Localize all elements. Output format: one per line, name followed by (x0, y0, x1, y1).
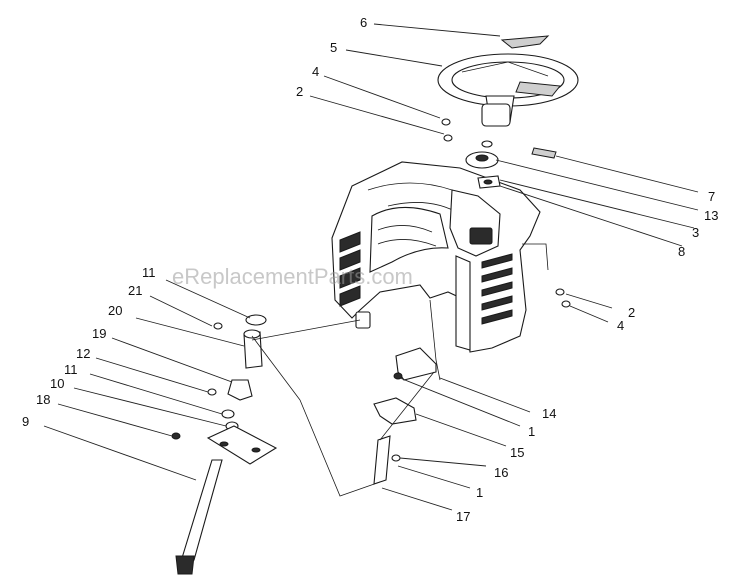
callout-4: 4 (312, 64, 319, 79)
callout-4b: 4 (617, 318, 624, 333)
side-hardware (555, 288, 571, 308)
watermark-text: eReplacementParts.com (172, 264, 413, 289)
callout-8: 8 (678, 244, 685, 259)
callout-11b: 11 (64, 362, 78, 377)
pivot-bracket (393, 347, 437, 381)
callout-6: 6 (360, 15, 367, 30)
callout-12: 12 (76, 346, 90, 361)
steering-wheel (437, 53, 579, 127)
callout-18: 18 (36, 392, 50, 407)
left-vents (339, 231, 361, 307)
callout-1: 1 (528, 424, 535, 439)
callout-9: 9 (22, 414, 29, 429)
lower-column (373, 435, 401, 485)
callout-11: 11 (142, 265, 156, 280)
callout-labels: 6 5 4 2 7 13 3 8 2 4 11 21 20 19 12 11 1… (22, 15, 718, 524)
callout-2b: 2 (628, 305, 635, 320)
callout-20: 20 (108, 303, 122, 318)
callout-7: 7 (708, 189, 715, 204)
callout-13: 13 (704, 208, 718, 223)
callout-14: 14 (542, 406, 556, 421)
linkage-lines (251, 319, 435, 497)
column-hardware (441, 118, 493, 148)
callout-17: 17 (456, 509, 470, 524)
console-housing (331, 161, 549, 381)
lower-bracket (373, 397, 417, 425)
callout-1b: 1 (476, 485, 483, 500)
console-bracket (477, 175, 501, 189)
callout-10: 10 (50, 376, 64, 391)
callout-3: 3 (692, 225, 699, 240)
bushing-13 (465, 151, 499, 169)
callout-21: 21 (128, 283, 142, 298)
wheel-cap (500, 35, 550, 49)
right-slots (481, 253, 513, 325)
callout-16: 16 (494, 465, 508, 480)
callout-5: 5 (330, 40, 337, 55)
leader-lines (43, 23, 699, 511)
callout-19: 19 (92, 326, 106, 341)
callout-2: 2 (296, 84, 303, 99)
roll-pin (531, 147, 557, 159)
steering-shaft-stack (171, 314, 278, 575)
callout-15: 15 (510, 445, 524, 460)
